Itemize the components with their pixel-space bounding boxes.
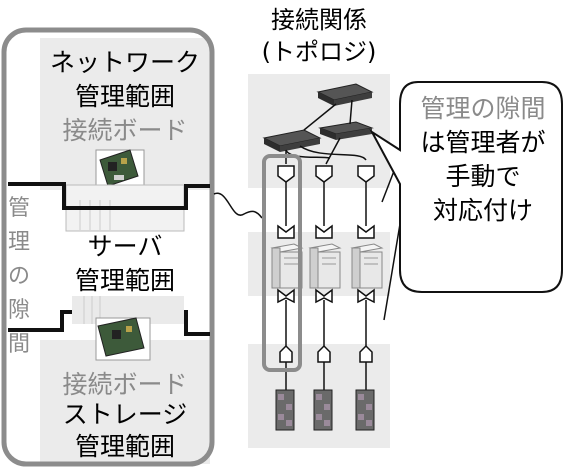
network-title-line1: ネットワーク — [49, 48, 200, 77]
topology-wires — [285, 180, 367, 390]
gap-char-4: 隙 — [8, 298, 31, 323]
gap-char-5: 間 — [8, 332, 31, 357]
server-upper-port-icons — [277, 224, 375, 239]
upper-gap-boundary — [8, 182, 210, 210]
network-title-line2: 管理範囲 — [74, 82, 175, 111]
server-tower-icons — [270, 243, 384, 289]
network-board-icon — [95, 149, 145, 189]
callout-line2: は管理者が — [420, 128, 546, 157]
switch-right-icon — [318, 121, 374, 140]
server-panel-bg — [60, 228, 210, 268]
storage-title-line1: ストレージ — [62, 400, 188, 429]
gap-char-1: 管 — [8, 196, 31, 221]
callout-line1: 管理の隙間 — [420, 94, 546, 123]
server-title-line2: 管理範囲 — [74, 266, 175, 295]
storage-title-line2: 管理範囲 — [74, 432, 175, 461]
topology-title-line1: 接続関係 — [271, 6, 367, 34]
gap-char-3: の — [8, 264, 31, 289]
storage-port-icons — [279, 344, 373, 363]
storage-panel-bg — [40, 340, 210, 464]
callout-line3: 手動で — [445, 162, 521, 191]
switch-top-icon — [316, 83, 374, 106]
server-lower-port-icons — [277, 288, 375, 304]
topology-title-line2: (トポロジ) — [261, 38, 377, 66]
callout-bubble — [369, 81, 563, 293]
storage-board-label: 接続ボード — [62, 370, 188, 399]
network-board-label: 接続ボード — [62, 116, 188, 145]
storage-board-icon — [72, 296, 184, 361]
storage-device-icons — [275, 389, 375, 431]
callout-line4: 対応付け — [432, 196, 533, 225]
switch-left-icon — [262, 129, 322, 152]
gap-char-2: 理 — [8, 230, 31, 255]
gap-column-highlight — [262, 154, 302, 372]
left-panel-outline — [1, 27, 215, 467]
server-title-line1: サーバ — [87, 232, 163, 261]
network-port-icons — [277, 165, 375, 183]
connector-squiggle — [213, 192, 263, 219]
